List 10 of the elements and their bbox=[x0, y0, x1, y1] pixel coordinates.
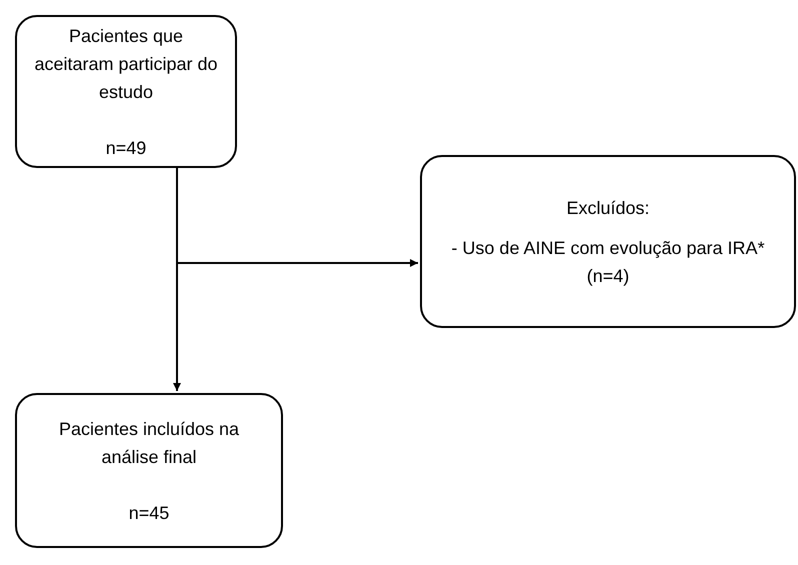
box-text: - Uso de AINE com evolução para IRA* (n=4) bbox=[450, 236, 766, 288]
box-text: Excluídos: bbox=[566, 196, 650, 220]
process-box bbox=[15, 393, 283, 548]
process-box bbox=[15, 15, 237, 168]
arrow bbox=[176, 168, 418, 267]
box-text: Pacientes incluídos na análise final bbox=[58, 418, 240, 468]
box-text: n=49 bbox=[106, 136, 146, 160]
process-box bbox=[420, 155, 796, 328]
box-text: n=45 bbox=[128, 502, 170, 524]
box-text: Pacientes que aceitaram participar do estudo bbox=[33, 24, 219, 104]
